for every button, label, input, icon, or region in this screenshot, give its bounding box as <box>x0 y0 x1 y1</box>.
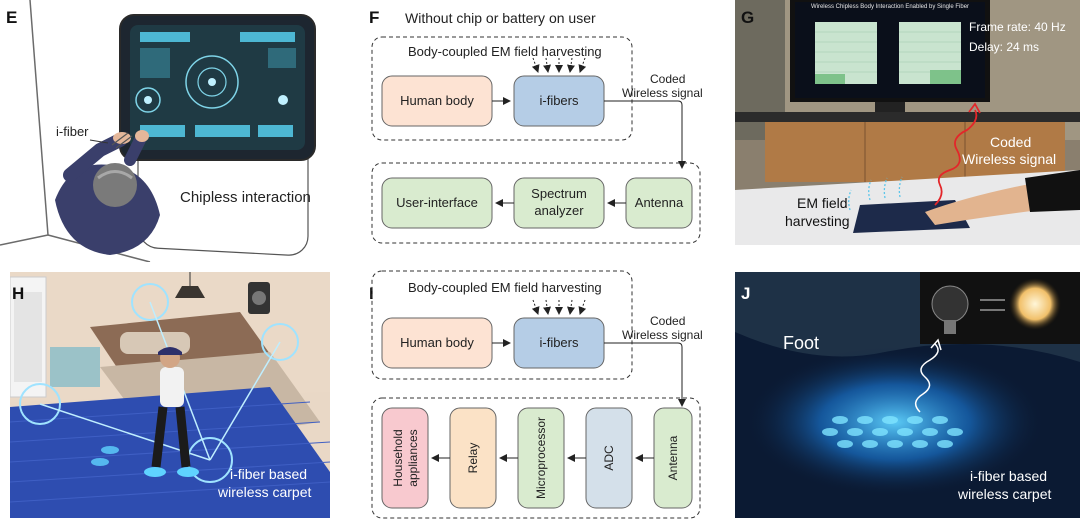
panel-g: Wireless Chipless Body Interaction Enabl… <box>735 0 1080 245</box>
i-microprocessor-label: Microprocessor <box>534 417 548 499</box>
receiver-group-box <box>371 162 701 244</box>
i-ifibers-label: i-fibers <box>539 335 579 350</box>
panel-i-diagram: Household appliances Relay Microprocesso… <box>371 270 701 519</box>
panel-letter-j: J <box>741 284 751 303</box>
f-human-body-label: Human body <box>400 93 474 108</box>
user-interface-box <box>381 177 493 229</box>
i-harvest-label: Body-coupled EM field harvesting <box>408 280 602 295</box>
harvest-group-box <box>371 36 633 141</box>
i-coded-line2: Wireless signal <box>622 328 703 342</box>
g-coded-line2: Wireless signal <box>962 151 1057 167</box>
i-coded-line1: Coded <box>650 314 686 328</box>
panel-f-diagram <box>371 36 701 244</box>
panel-letter-e: E <box>6 8 18 27</box>
g-em-line2: harvesting <box>785 213 850 229</box>
h-caption-line2: wireless carpet <box>218 484 312 500</box>
g-coded-line1: Coded <box>990 134 1032 150</box>
i-household-line2: appliances <box>406 429 420 486</box>
i-relay-label: Relay <box>466 443 480 474</box>
g-delay: Delay: 24 ms <box>969 40 1040 54</box>
f-harvest-label: Body-coupled EM field harvesting <box>408 44 602 59</box>
i-antenna-label: Antenna <box>666 435 680 480</box>
f-spectrum-line2: analyzer <box>534 203 584 218</box>
h-caption-line1: i-fiber based <box>230 466 308 482</box>
panel-f: F Without chip or battery on user Body-c… <box>360 0 730 262</box>
j-caption-line2: wireless carpet <box>958 486 1052 502</box>
i-household-line1: Household <box>391 429 405 486</box>
virtual-screen <box>119 14 316 161</box>
household-appliances-box <box>381 407 429 509</box>
i-control-group-box <box>371 397 701 519</box>
f-ifibers-label: i-fibers <box>539 93 579 108</box>
f-antenna-label: Antenna <box>634 195 684 210</box>
g-frame-rate: Frame rate: 40 Hz <box>969 20 1066 34</box>
panel-i: I Household appliances Rela <box>360 268 730 524</box>
j-foot-label: Foot <box>783 333 820 353</box>
panel-e-illustration <box>0 0 316 262</box>
panel-j-photo <box>735 272 1080 497</box>
i-adc-label: ADC <box>602 445 616 471</box>
f-coded-line1: Coded <box>650 72 686 86</box>
panel-letter-h: H <box>12 284 25 303</box>
panel-f-title: Without chip or battery on user <box>405 10 596 26</box>
f-user-interface-label: User-interface <box>396 195 478 210</box>
j-caption-line1: i-fiber based <box>970 468 1048 484</box>
panel-letter-f: F <box>369 8 380 27</box>
i-human-body-label: Human body <box>400 335 474 350</box>
g-em-line1: EM field <box>797 195 848 211</box>
f-spectrum-line1: Spectrum <box>531 186 587 201</box>
panel-letter-g: G <box>741 8 755 27</box>
panel-h: H i-fiber based wireless carpet <box>10 272 330 518</box>
panel-g-photo <box>735 0 1080 245</box>
panel-j: J Foot i-fiber based wireless carpet <box>735 272 1080 518</box>
g-screen-title: Wireless Chipless Body Interaction Enabl… <box>810 4 970 10</box>
f-coded-line2: Wireless signal <box>622 86 703 100</box>
chipless-interaction-caption: Chipless interaction <box>180 189 311 206</box>
panel-e: E <box>0 0 360 262</box>
i-fiber-label: i-fiber <box>56 124 89 139</box>
user-figure <box>55 130 160 255</box>
panel-h-illustration <box>10 272 330 518</box>
i-harvest-group-box <box>371 270 633 380</box>
panel-letter-i: I <box>369 284 374 303</box>
